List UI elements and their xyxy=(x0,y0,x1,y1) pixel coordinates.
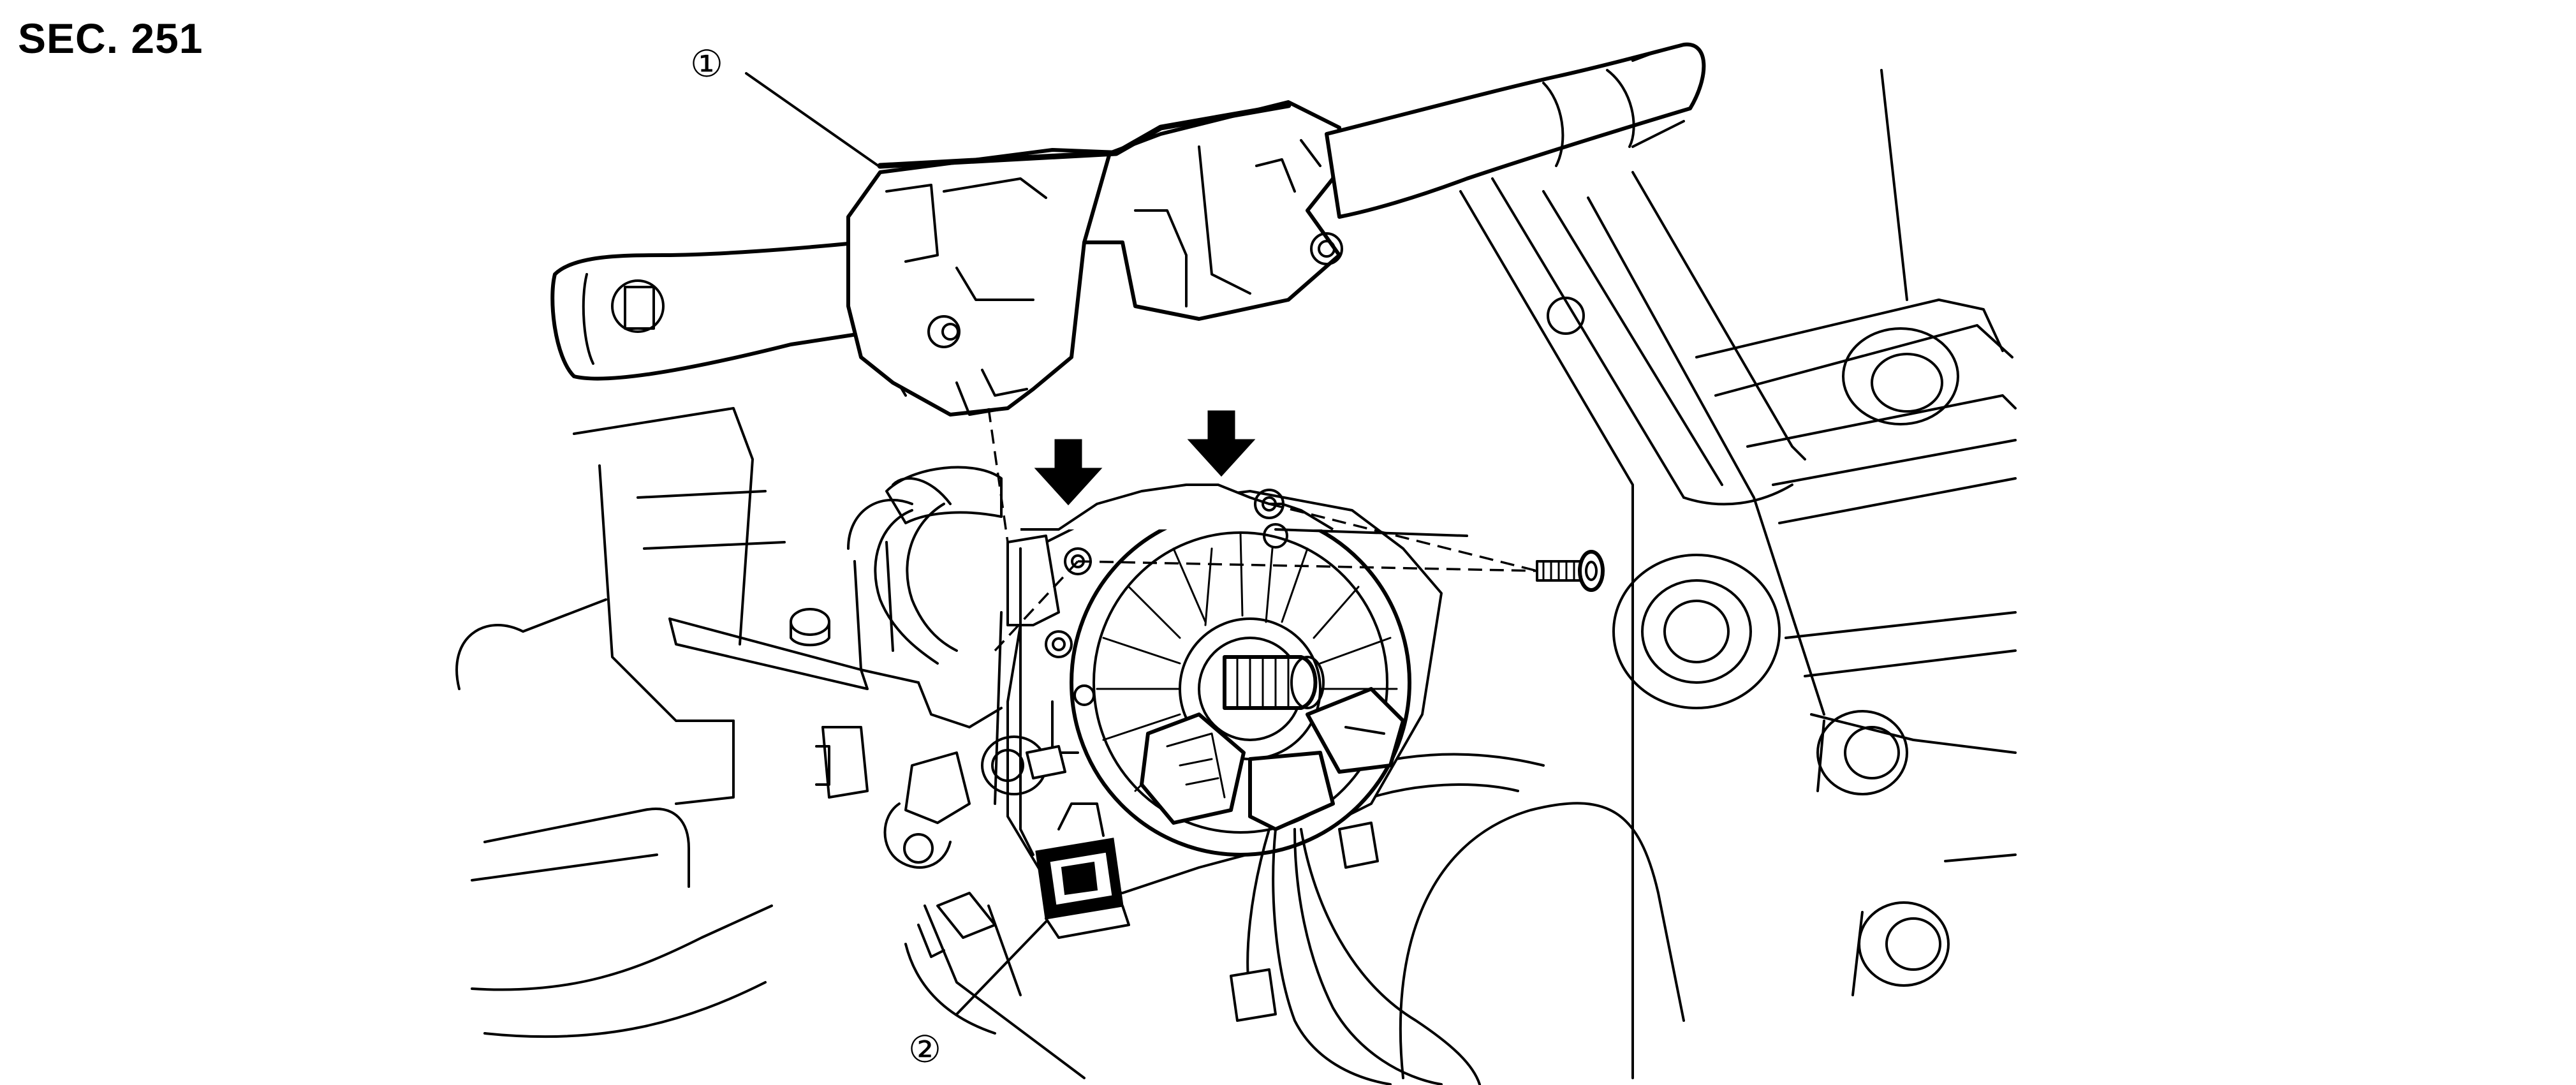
pillar-hole xyxy=(1547,297,1585,335)
down-arrow-icon-right xyxy=(1187,410,1256,477)
callout-2-label: ② xyxy=(908,1029,941,1070)
dashboard-structure xyxy=(455,69,2017,1079)
side-connector xyxy=(821,726,869,799)
panel-vent xyxy=(1842,327,1959,425)
callout-1: ① xyxy=(690,43,881,168)
installation-guides xyxy=(987,408,1538,652)
knob-middle xyxy=(1816,710,1908,795)
switch-left-body xyxy=(846,148,1144,417)
right-lever xyxy=(1325,42,1706,219)
switch-right-body xyxy=(1082,100,1341,321)
spiral-cable xyxy=(1006,490,1443,894)
down-arrow-icon xyxy=(1034,410,1256,506)
knob-lower xyxy=(1851,853,2017,996)
callout-1-label: ① xyxy=(690,43,723,85)
down-arrow-icon-left xyxy=(1034,439,1103,506)
left-lever xyxy=(550,240,876,381)
screw xyxy=(1536,550,1605,592)
section-label: SEC. 251 xyxy=(18,15,203,62)
combination-switch xyxy=(550,42,1706,417)
callout-2: ② xyxy=(908,920,1047,1070)
spiral-cable-connector xyxy=(1035,802,1130,939)
sensor-bracket xyxy=(668,466,1334,869)
wire-harness xyxy=(917,822,1481,1085)
knob-upper xyxy=(1612,554,1781,709)
